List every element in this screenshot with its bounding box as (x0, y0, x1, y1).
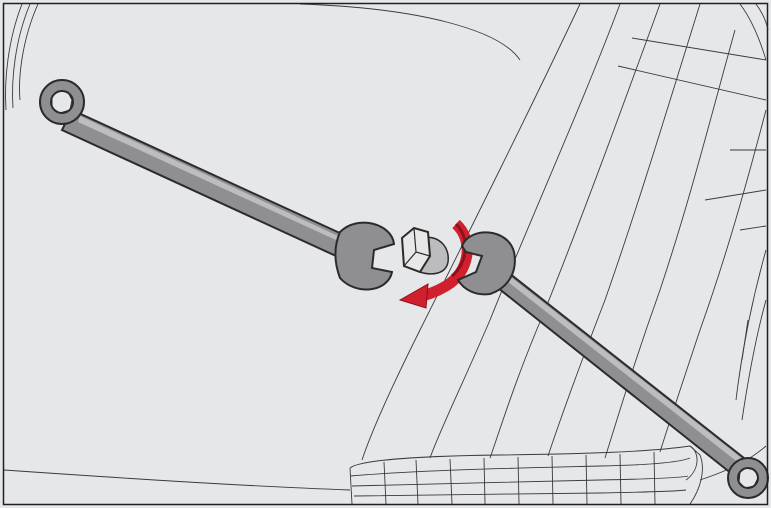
illustration-stage (0, 0, 771, 508)
background-panel (0, 0, 771, 508)
wrench-bolt-loosening-diagram (0, 0, 771, 508)
